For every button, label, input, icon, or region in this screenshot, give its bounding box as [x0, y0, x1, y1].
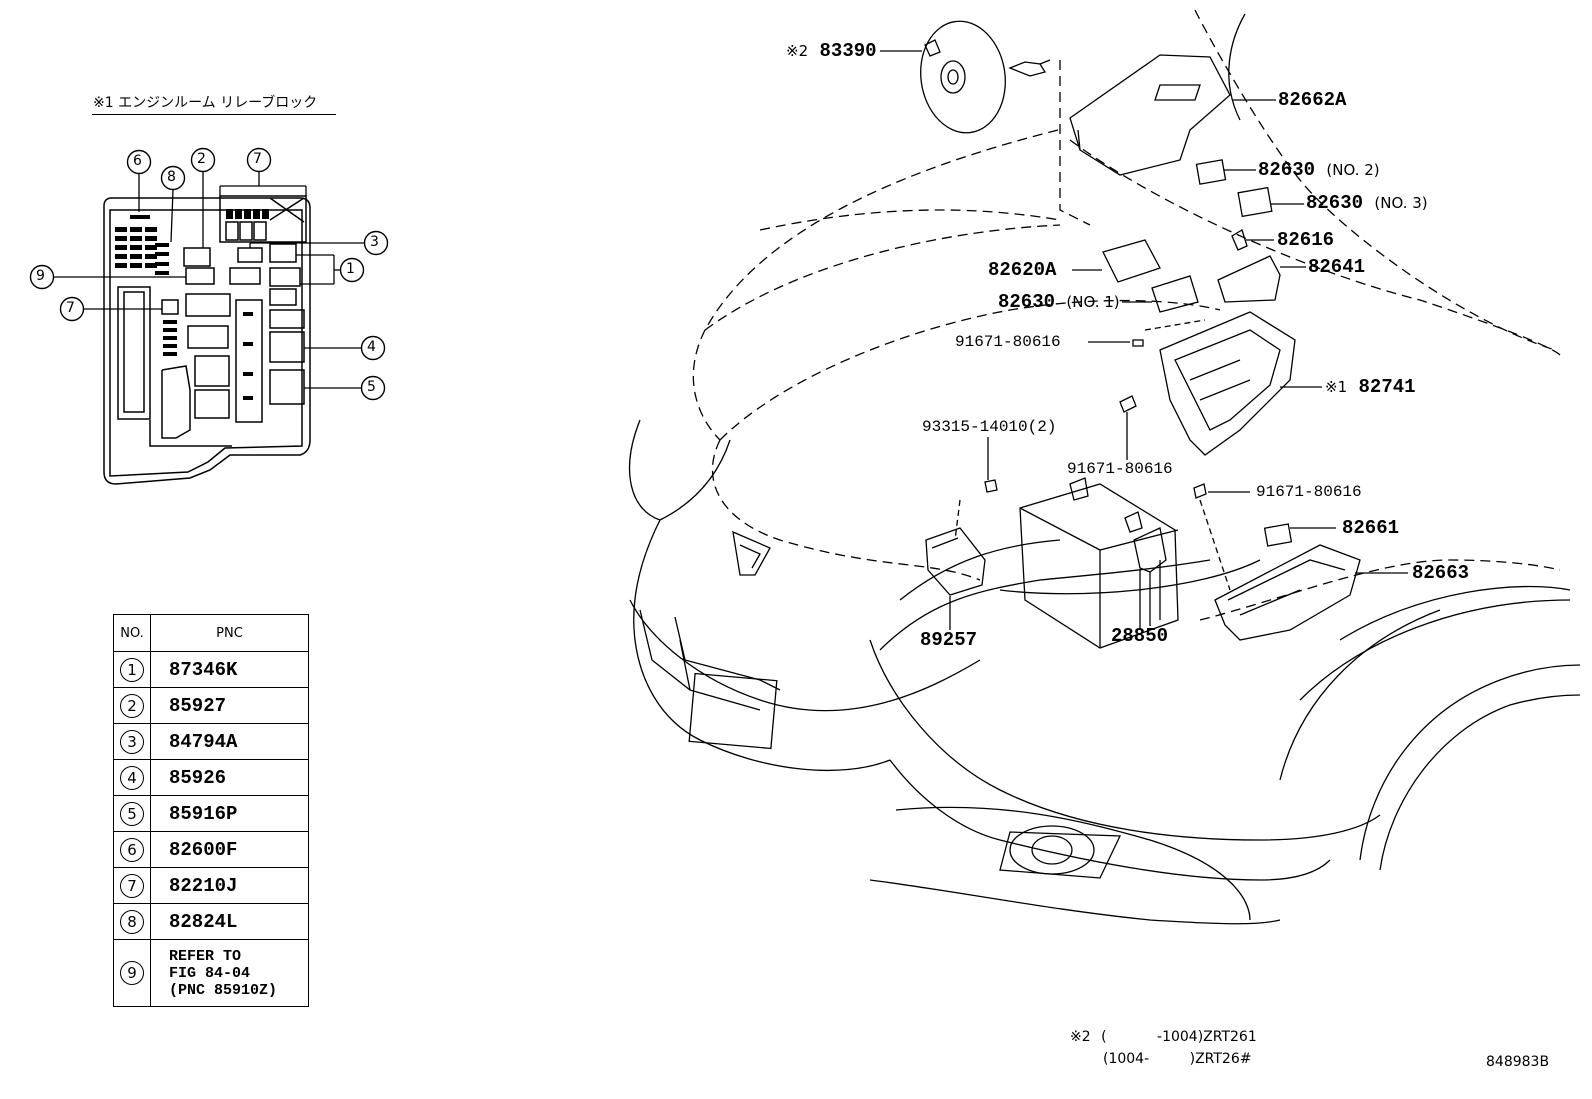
footnote-line-2: (1004- )ZRT26#: [1103, 1051, 1251, 1067]
part-82630-no3-number: 82630: [1306, 192, 1364, 214]
part-82630-no2-note: (NO. 2): [1326, 161, 1380, 179]
row-number: 9: [120, 961, 144, 985]
reference-line-1: REFER TO: [169, 947, 242, 965]
part-82741: ※1 82741: [1325, 378, 1416, 397]
part-91671-80616-upper: 91671-80616: [955, 333, 1061, 351]
footnote-line-1-open: (: [1101, 1029, 1107, 1045]
callout-9: 9: [36, 268, 45, 284]
part-89257: 89257: [920, 629, 978, 651]
part-82641: 82641: [1308, 256, 1366, 278]
part-82630-no2-number: 82630: [1258, 159, 1316, 181]
row-number: 1: [120, 657, 144, 682]
reference-line-3: (PNC 85910Z): [169, 981, 278, 999]
row-pnc: 85927: [150, 687, 309, 724]
row-number: 5: [120, 801, 144, 826]
row-pnc: 85926: [150, 759, 309, 796]
part-82630-no1-note: (NO. 1): [1066, 293, 1120, 311]
part-82662a: 82662A: [1278, 89, 1347, 111]
part-28850: 28850: [1111, 625, 1169, 647]
part-82616: 82616: [1277, 229, 1335, 251]
part-82630-no1-number: 82630: [998, 291, 1056, 313]
relay-block-title-underline: [92, 114, 336, 115]
part-82630-no3-note: (NO. 3): [1374, 194, 1428, 212]
callout-2: 2: [197, 151, 206, 167]
part-82741-mark: ※1: [1325, 378, 1348, 396]
reference-line-2: FIG 84-04: [169, 964, 251, 982]
table-row: 9 REFER TO FIG 84-04 (PNC 85910Z): [113, 939, 309, 1007]
row-pnc: 85916P: [150, 795, 309, 832]
part-82630-no1: 82630 (NO. 1): [998, 293, 1120, 312]
row-number: 4: [120, 765, 144, 790]
part-83390: ※2 83390: [786, 42, 877, 61]
part-82630-no3: 82630 (NO. 3): [1306, 194, 1428, 213]
table-header-row: NO. PNC: [113, 614, 309, 652]
part-91671-80616-middle: 91671-80616: [1067, 460, 1173, 478]
part-82663: 82663: [1412, 562, 1470, 584]
footnote-mark: ※2: [1070, 1029, 1091, 1045]
callout-6: 6: [133, 153, 142, 169]
row-pnc-reference: REFER TO FIG 84-04 (PNC 85910Z): [150, 939, 309, 1007]
row-number: 7: [120, 873, 144, 898]
relay-block-title: ※1 エンジンルーム リレーブロック: [93, 95, 318, 111]
callout-4: 4: [367, 339, 376, 355]
row-pnc: 87346K: [150, 651, 309, 688]
relay-block-diagram: [29, 147, 389, 485]
part-82630-no2: 82630 (NO. 2): [1258, 161, 1380, 180]
table-header-no: NO.: [113, 614, 151, 652]
part-82741-number: 82741: [1358, 376, 1416, 398]
part-82620a: 82620A: [988, 259, 1057, 281]
callout-7-left: 7: [66, 300, 75, 316]
part-82661: 82661: [1342, 517, 1400, 539]
callout-5: 5: [367, 379, 376, 395]
table-header-pnc: PNC: [150, 614, 309, 652]
part-83390-number: 83390: [819, 40, 877, 62]
row-number: 2: [120, 693, 144, 718]
row-pnc: 82824L: [150, 903, 309, 940]
figure-id: 848983B: [1486, 1054, 1550, 1070]
part-83390-mark: ※2: [786, 42, 809, 60]
footnote-line-2-model: )ZRT26#: [1189, 1051, 1252, 1067]
callout-7-top: 7: [253, 151, 262, 167]
callout-3: 3: [370, 234, 379, 250]
row-number: 8: [120, 909, 144, 934]
footnote-line-1: ※2 ( -1004)ZRT261: [1070, 1029, 1257, 1045]
footnote-line-2-range: (1004-: [1103, 1051, 1150, 1067]
part-93315-14010: 93315-14010(2): [922, 418, 1057, 436]
row-number: 3: [120, 729, 144, 754]
footnote-line-1-range: -1004)ZRT261: [1157, 1029, 1257, 1045]
callout-8: 8: [167, 169, 176, 185]
row-number: 6: [120, 837, 144, 862]
callout-1: 1: [346, 261, 355, 277]
part-91671-80616-lower: 91671-80616: [1256, 483, 1362, 501]
